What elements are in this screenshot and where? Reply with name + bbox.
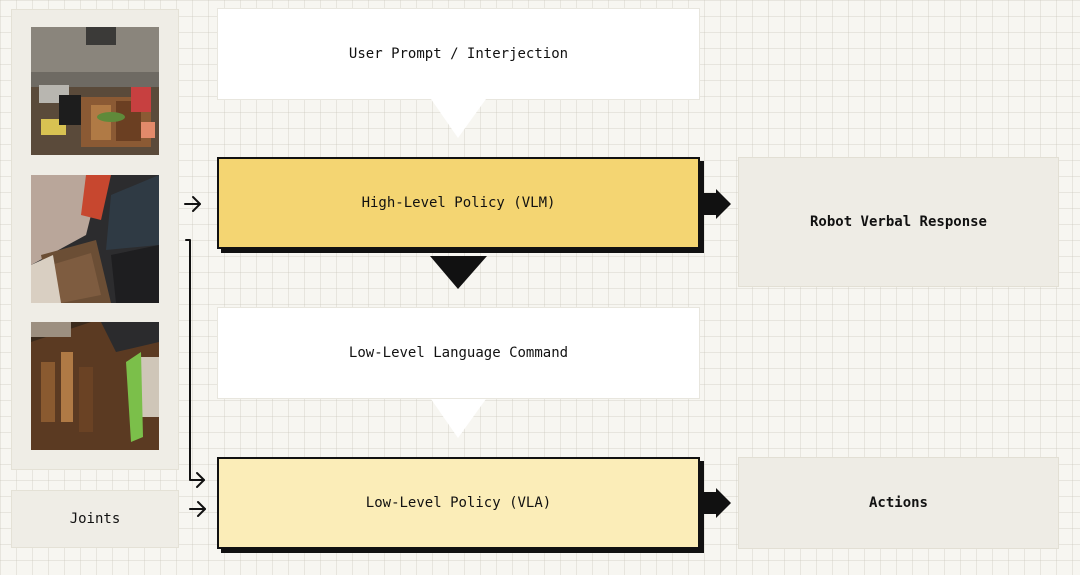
arrow-prompt-to-vlm bbox=[431, 99, 486, 138]
low-level-command-box: Low-Level Language Command bbox=[217, 307, 700, 399]
robot-verbal-response-box: Robot Verbal Response bbox=[738, 157, 1059, 287]
joints-label: Joints bbox=[69, 511, 121, 527]
arrow-command-to-vla bbox=[431, 399, 486, 438]
low-level-policy-box: Low-Level Policy (VLA) bbox=[217, 457, 700, 549]
arrow-images-to-vlm bbox=[184, 196, 201, 212]
actions-box: Actions bbox=[738, 457, 1059, 549]
arrow-vlm-to-response bbox=[702, 189, 731, 219]
camera-image-left-wrist bbox=[31, 175, 159, 303]
actions-label: Actions bbox=[868, 495, 928, 511]
robot-verbal-response-label: Robot Verbal Response bbox=[809, 214, 987, 230]
camera-image-right-wrist bbox=[31, 322, 159, 450]
camera-image-overhead bbox=[31, 27, 159, 155]
user-prompt-box: User Prompt / Interjection bbox=[217, 8, 700, 100]
high-level-policy-label: High-Level Policy (VLM) bbox=[361, 195, 556, 211]
arrow-images-to-vla bbox=[185, 239, 205, 488]
arrow-vla-to-actions bbox=[702, 488, 731, 518]
arrow-joints-to-vla bbox=[189, 501, 206, 517]
arrow-vlm-to-command bbox=[430, 256, 487, 289]
high-level-policy-box: High-Level Policy (VLM) bbox=[217, 157, 700, 249]
joints-box: Joints bbox=[11, 490, 179, 548]
low-level-command-label: Low-Level Language Command bbox=[348, 345, 569, 361]
low-level-policy-label: Low-Level Policy (VLA) bbox=[365, 495, 552, 511]
user-prompt-label: User Prompt / Interjection bbox=[348, 46, 569, 62]
